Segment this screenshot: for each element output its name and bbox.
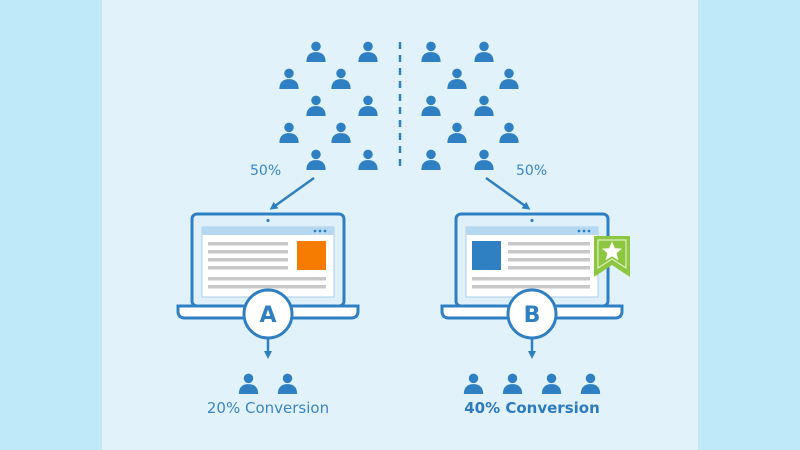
split-percent-left: 50%	[250, 163, 281, 179]
person-icon	[421, 41, 441, 62]
person-icon	[580, 373, 601, 394]
person-icon	[474, 149, 494, 170]
split-percent-right: 50%	[516, 163, 547, 179]
conversion-label-a: 20% Conversion	[207, 399, 329, 417]
split-arrow-right	[485, 176, 531, 210]
user-crowd-right	[421, 41, 519, 170]
person-icon	[238, 373, 259, 394]
variant-label-a: A	[259, 303, 276, 328]
person-icon	[499, 122, 519, 143]
person-icon	[331, 122, 351, 143]
person-icon	[502, 373, 523, 394]
person-icon	[306, 95, 326, 116]
person-icon	[358, 41, 378, 62]
highlight-block-b	[472, 241, 501, 270]
conversion-label-b: 40% Conversion	[464, 399, 600, 417]
laptop-camera-a	[266, 218, 270, 223]
person-icon	[447, 122, 467, 143]
person-icon	[277, 373, 298, 394]
converted-users-a	[238, 373, 298, 394]
person-icon	[421, 95, 441, 116]
variant-label-b: B	[524, 303, 541, 328]
highlight-block-a	[297, 241, 326, 270]
person-icon	[358, 149, 378, 170]
person-icon	[331, 68, 351, 89]
browser-bar-b	[466, 227, 598, 235]
person-icon	[279, 122, 299, 143]
star-ribbon-icon	[594, 236, 630, 277]
person-icon	[474, 41, 494, 62]
person-icon	[474, 95, 494, 116]
person-icon	[306, 149, 326, 170]
person-icon	[279, 68, 299, 89]
laptop-camera-b	[530, 218, 534, 223]
person-icon	[499, 68, 519, 89]
split-arrow-left	[269, 176, 315, 210]
person-icon	[306, 41, 326, 62]
person-icon	[421, 149, 441, 170]
converted-users-b	[463, 373, 601, 394]
person-icon	[358, 95, 378, 116]
person-icon	[463, 373, 484, 394]
user-crowd-left	[279, 41, 378, 170]
person-icon	[447, 68, 467, 89]
person-icon	[541, 373, 562, 394]
browser-bar-a	[202, 227, 334, 235]
